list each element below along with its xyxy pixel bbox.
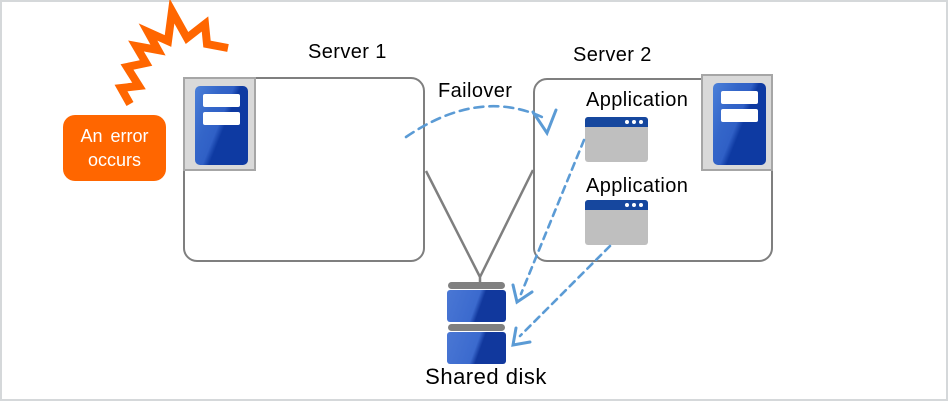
application2-window-icon	[585, 200, 648, 245]
server2-server-icon	[701, 74, 773, 171]
shared-disk-icon-cap	[448, 282, 505, 289]
error-callout-line1: An error	[80, 126, 149, 146]
window-titlebar	[585, 117, 648, 127]
server-tower-icon	[195, 86, 248, 165]
window-dot-icon	[625, 120, 629, 124]
window-dot-icon	[639, 120, 643, 124]
server1-title: Server 1	[308, 41, 387, 63]
failover-arrow-path	[404, 104, 544, 139]
window-dot-icon	[625, 203, 629, 207]
failover-label: Failover	[438, 80, 513, 102]
server1-server-icon	[183, 77, 256, 171]
window-titlebar	[585, 200, 648, 210]
application2-label: Application	[586, 175, 689, 197]
server-drive-bay	[203, 112, 240, 125]
window-dot-icon	[632, 120, 636, 124]
app2-to-disk-arrowhead-icon	[511, 326, 532, 347]
shared-disk-icon-unit	[447, 332, 506, 364]
server-drive-bay	[721, 109, 758, 122]
window-dot-icon	[632, 203, 636, 207]
server2-title: Server 2	[573, 44, 652, 66]
shared-disk-icon-unit	[447, 290, 506, 322]
server-to-disk-connector-lines	[424, 169, 535, 283]
error-callout: An error occurs	[63, 115, 166, 181]
shared-disk-label: Shared disk	[425, 364, 547, 389]
app1-to-disk-arrowhead-icon	[511, 283, 534, 305]
application1-label: Application	[586, 89, 689, 111]
server-drive-bay	[721, 91, 758, 104]
error-callout-line2: occurs	[87, 150, 141, 170]
server-drive-bay	[203, 94, 240, 107]
window-dot-icon	[639, 203, 643, 207]
shared-disk-icon-cap	[448, 324, 505, 331]
application1-window-icon	[585, 117, 648, 162]
server-tower-icon	[713, 83, 766, 165]
